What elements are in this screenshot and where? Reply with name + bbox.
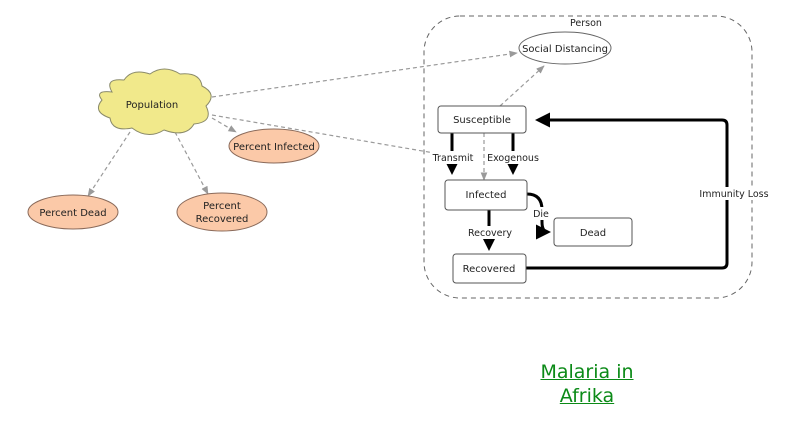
node-dead[interactable]: Dead xyxy=(553,217,633,247)
node-percent-recovered[interactable]: Percent Recovered xyxy=(176,192,268,232)
edge-label-exogenous: Exogenous xyxy=(487,153,539,164)
node-dead-label: Dead xyxy=(580,228,606,239)
node-population[interactable]: Population xyxy=(97,68,212,135)
title-line-2: Afrika xyxy=(559,385,615,407)
node-percent-dead-label: Percent Dead xyxy=(39,208,106,219)
node-infected-label: Infected xyxy=(466,190,507,201)
node-social-distancing[interactable]: Social Distancing xyxy=(518,31,612,65)
node-susceptible-label: Susceptible xyxy=(453,115,511,126)
node-susceptible[interactable]: Susceptible xyxy=(437,105,527,134)
node-social-distancing-label: Social Distancing xyxy=(522,44,608,55)
link-population-to-percent-dead xyxy=(87,131,131,197)
link-population-to-percent-infected xyxy=(211,117,237,133)
link-population-to-percent-recovered xyxy=(174,131,209,195)
person-container[interactable]: Person xyxy=(423,15,753,299)
edge-label-immunity-loss: Immunity Loss xyxy=(699,189,768,200)
node-recovered-label: Recovered xyxy=(463,264,516,275)
dashed-links xyxy=(87,50,545,197)
edge-label-transmit: Transmit xyxy=(432,153,474,164)
link-population-to-social-distancing xyxy=(211,50,518,98)
edge-label-die: Die xyxy=(533,209,549,220)
node-percent-infected[interactable]: Percent Infected xyxy=(228,128,320,164)
link-susceptible-to-social-distancing xyxy=(499,65,545,107)
node-percent-infected-label: Percent Infected xyxy=(233,142,315,153)
person-container-label: Person xyxy=(570,18,602,29)
node-population-label: Population xyxy=(126,100,179,111)
edge-labels: Transmit Exogenous Die Recovery Immunity… xyxy=(431,151,770,239)
node-percent-recovered-label-line1: Percent xyxy=(203,201,241,212)
title-line-1: Malaria in xyxy=(540,361,634,383)
node-recovered[interactable]: Recovered xyxy=(452,253,527,284)
edge-label-recovery: Recovery xyxy=(468,228,512,239)
node-percent-recovered-label-line2: Recovered xyxy=(196,214,249,225)
node-percent-dead[interactable]: Percent Dead xyxy=(27,194,119,230)
title-link[interactable]: Malaria in Afrika xyxy=(520,360,654,408)
link-population-to-infected xyxy=(211,114,441,155)
node-infected[interactable]: Infected xyxy=(444,179,528,211)
